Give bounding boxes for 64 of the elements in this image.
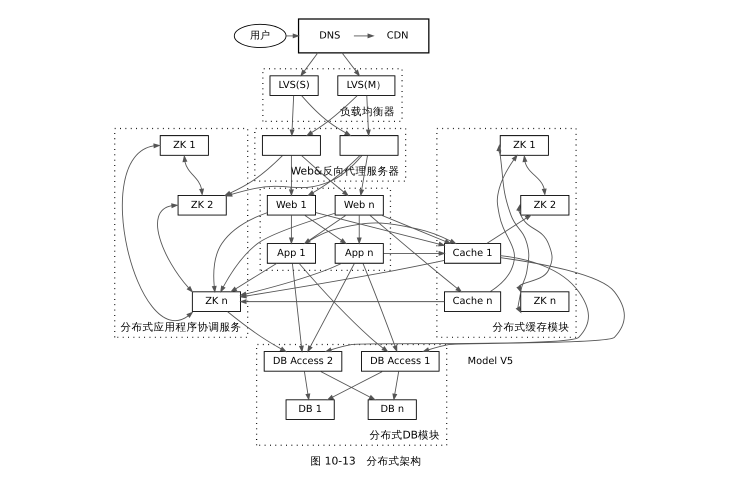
arrow xyxy=(383,250,446,256)
node-text: DNS xyxy=(319,30,340,42)
node-box: Web n xyxy=(334,194,384,216)
node-box: ZK 1 xyxy=(500,135,549,156)
arrow xyxy=(326,370,384,400)
arrow xyxy=(422,257,625,352)
node-box: ZK 2 xyxy=(178,194,227,216)
arrow xyxy=(239,299,445,304)
node-box xyxy=(262,135,321,156)
arrow xyxy=(157,203,194,293)
arrow xyxy=(315,212,446,246)
arrow xyxy=(320,370,376,400)
arrow xyxy=(182,154,204,196)
arrow xyxy=(298,262,389,352)
arrow xyxy=(359,154,368,196)
label: Model V5 xyxy=(468,356,514,367)
node-box: LVS(M） xyxy=(337,75,396,96)
arrow xyxy=(516,204,552,294)
arrow xyxy=(304,370,310,401)
arrow xyxy=(307,262,355,353)
arrow xyxy=(226,311,288,352)
node-box xyxy=(340,135,398,156)
arrow xyxy=(288,154,294,196)
node-box: App 1 xyxy=(266,243,316,264)
node-box: DB n xyxy=(368,399,417,420)
node-box: DB 1 xyxy=(286,399,335,420)
arrow xyxy=(522,154,547,196)
arrow xyxy=(324,255,589,352)
arrow xyxy=(290,95,295,137)
arrow xyxy=(490,154,518,292)
arrow xyxy=(300,52,318,77)
node-box: ZK n xyxy=(520,291,570,312)
node-box: Cache 1 xyxy=(444,243,502,264)
arrow xyxy=(392,370,400,401)
arrow xyxy=(220,212,336,293)
arrow xyxy=(356,214,362,245)
arrow xyxy=(496,144,530,314)
node-text: CDN xyxy=(386,30,408,42)
arrow xyxy=(292,262,304,353)
node-box: ZK n xyxy=(192,291,241,312)
arrow xyxy=(369,214,462,293)
node-box: DB Access 2 xyxy=(264,351,342,372)
arrow xyxy=(288,214,294,245)
node-box: App n xyxy=(334,243,384,264)
arrow xyxy=(286,33,300,38)
node-box: LVS(S) xyxy=(270,75,319,96)
arrow xyxy=(122,143,194,322)
caption: 图 10-13 分布式架构 xyxy=(310,454,422,468)
node-box: Web 1 xyxy=(266,194,316,216)
arrow xyxy=(212,212,268,294)
arrow xyxy=(301,95,352,136)
arrow xyxy=(380,214,452,244)
node-box: ZK 2 xyxy=(520,194,570,216)
node-ellipse: 用户 xyxy=(234,24,286,48)
arrow xyxy=(353,33,375,38)
node-box: DB Access 1 xyxy=(361,351,440,372)
node-box: ZK 1 xyxy=(160,135,209,156)
arrow xyxy=(486,214,532,244)
cluster xyxy=(298,18,430,54)
arrow xyxy=(362,263,398,352)
arrow xyxy=(342,52,360,77)
arrow xyxy=(230,262,278,292)
arrow xyxy=(306,95,358,136)
node-box: Cache n xyxy=(444,291,502,312)
